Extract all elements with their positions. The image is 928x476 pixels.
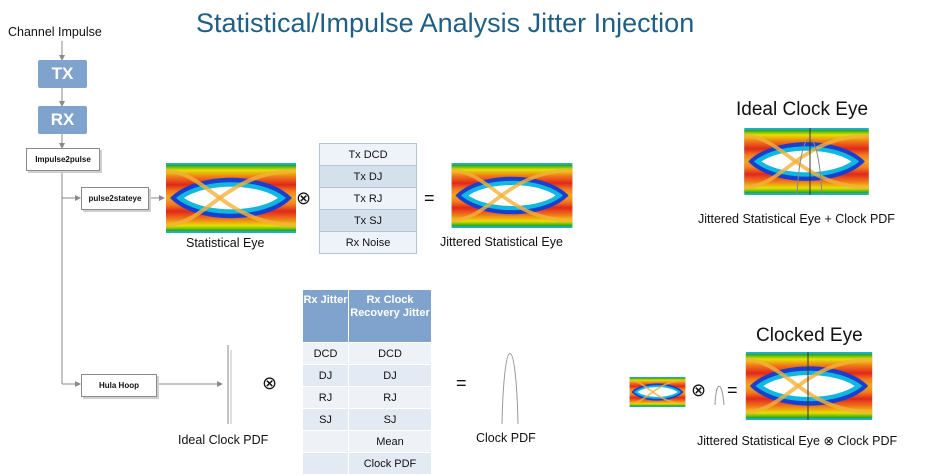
equals-operator: = bbox=[456, 373, 467, 393]
hula-hoop-block: Hula Hoop bbox=[81, 374, 157, 397]
table-cell: Tx DJ bbox=[319, 165, 417, 188]
equals-operator: = bbox=[727, 380, 738, 400]
ideal-clock-eye-image bbox=[743, 128, 870, 195]
ideal-clock-pdf-label: Ideal Clock PDF bbox=[178, 433, 269, 447]
tx-jitter-table: Tx DCD Tx DJ Tx RJ Tx SJ Rx Noise bbox=[319, 143, 417, 254]
rx-block: RX bbox=[38, 106, 87, 134]
pulse2stateye-block: pulse2stateye bbox=[81, 187, 149, 210]
clocked-eye-caption: Jittered Statistical Eye ⊗ Clock PDF bbox=[697, 434, 898, 448]
clock-pdf-label: Clock PDF bbox=[476, 431, 536, 445]
small-eye-image bbox=[628, 377, 687, 407]
table-cell: SJ bbox=[348, 408, 432, 431]
jittered-eye-image bbox=[449, 163, 575, 228]
table-cell: Tx DCD bbox=[319, 143, 417, 166]
table-cell: Tx SJ bbox=[319, 209, 417, 232]
channel-impulse-label: Channel Impulse bbox=[8, 25, 102, 39]
table-cell: DJ bbox=[302, 364, 349, 387]
convolve-operator: ⊗ bbox=[691, 380, 707, 400]
table-cell: SJ bbox=[302, 408, 349, 431]
table-header: Rx Clock Recovery Jitter bbox=[348, 289, 432, 343]
table-cell: Mean bbox=[348, 430, 432, 453]
table-cell bbox=[302, 452, 349, 475]
table-cell: DCD bbox=[348, 342, 432, 365]
table-cell: Rx Noise bbox=[319, 231, 417, 254]
table-cell: DCD bbox=[302, 342, 349, 365]
statistical-eye-image bbox=[166, 163, 296, 233]
jittered-statistical-eye-label: Jittered Statistical Eye bbox=[440, 235, 563, 249]
impulse2pulse-block: Impulse2pulse bbox=[26, 148, 100, 171]
clocked-eye-image bbox=[745, 352, 873, 420]
table-cell: Tx RJ bbox=[319, 187, 417, 210]
ideal-clock-eye-title: Ideal Clock Eye bbox=[736, 99, 869, 120]
table-header: Rx Jitter bbox=[302, 289, 349, 343]
table-cell: RJ bbox=[302, 386, 349, 409]
convolve-operator: ⊗ bbox=[296, 188, 312, 208]
ideal-clock-eye-caption: Jittered Statistical Eye + Clock PDF bbox=[698, 212, 895, 226]
convolve-operator: ⊗ bbox=[262, 373, 278, 393]
tx-block: TX bbox=[38, 60, 87, 88]
page-title: Statistical/Impulse Analysis Jitter Inje… bbox=[196, 8, 695, 38]
table-cell: RJ bbox=[348, 386, 432, 409]
equals-operator: = bbox=[424, 188, 435, 208]
statistical-eye-label: Statistical Eye bbox=[186, 236, 265, 250]
table-cell: Clock PDF bbox=[348, 452, 432, 475]
table-cell: DJ bbox=[348, 364, 432, 387]
table-cell bbox=[302, 430, 349, 453]
clocked-eye-title: Clocked Eye bbox=[756, 325, 863, 346]
